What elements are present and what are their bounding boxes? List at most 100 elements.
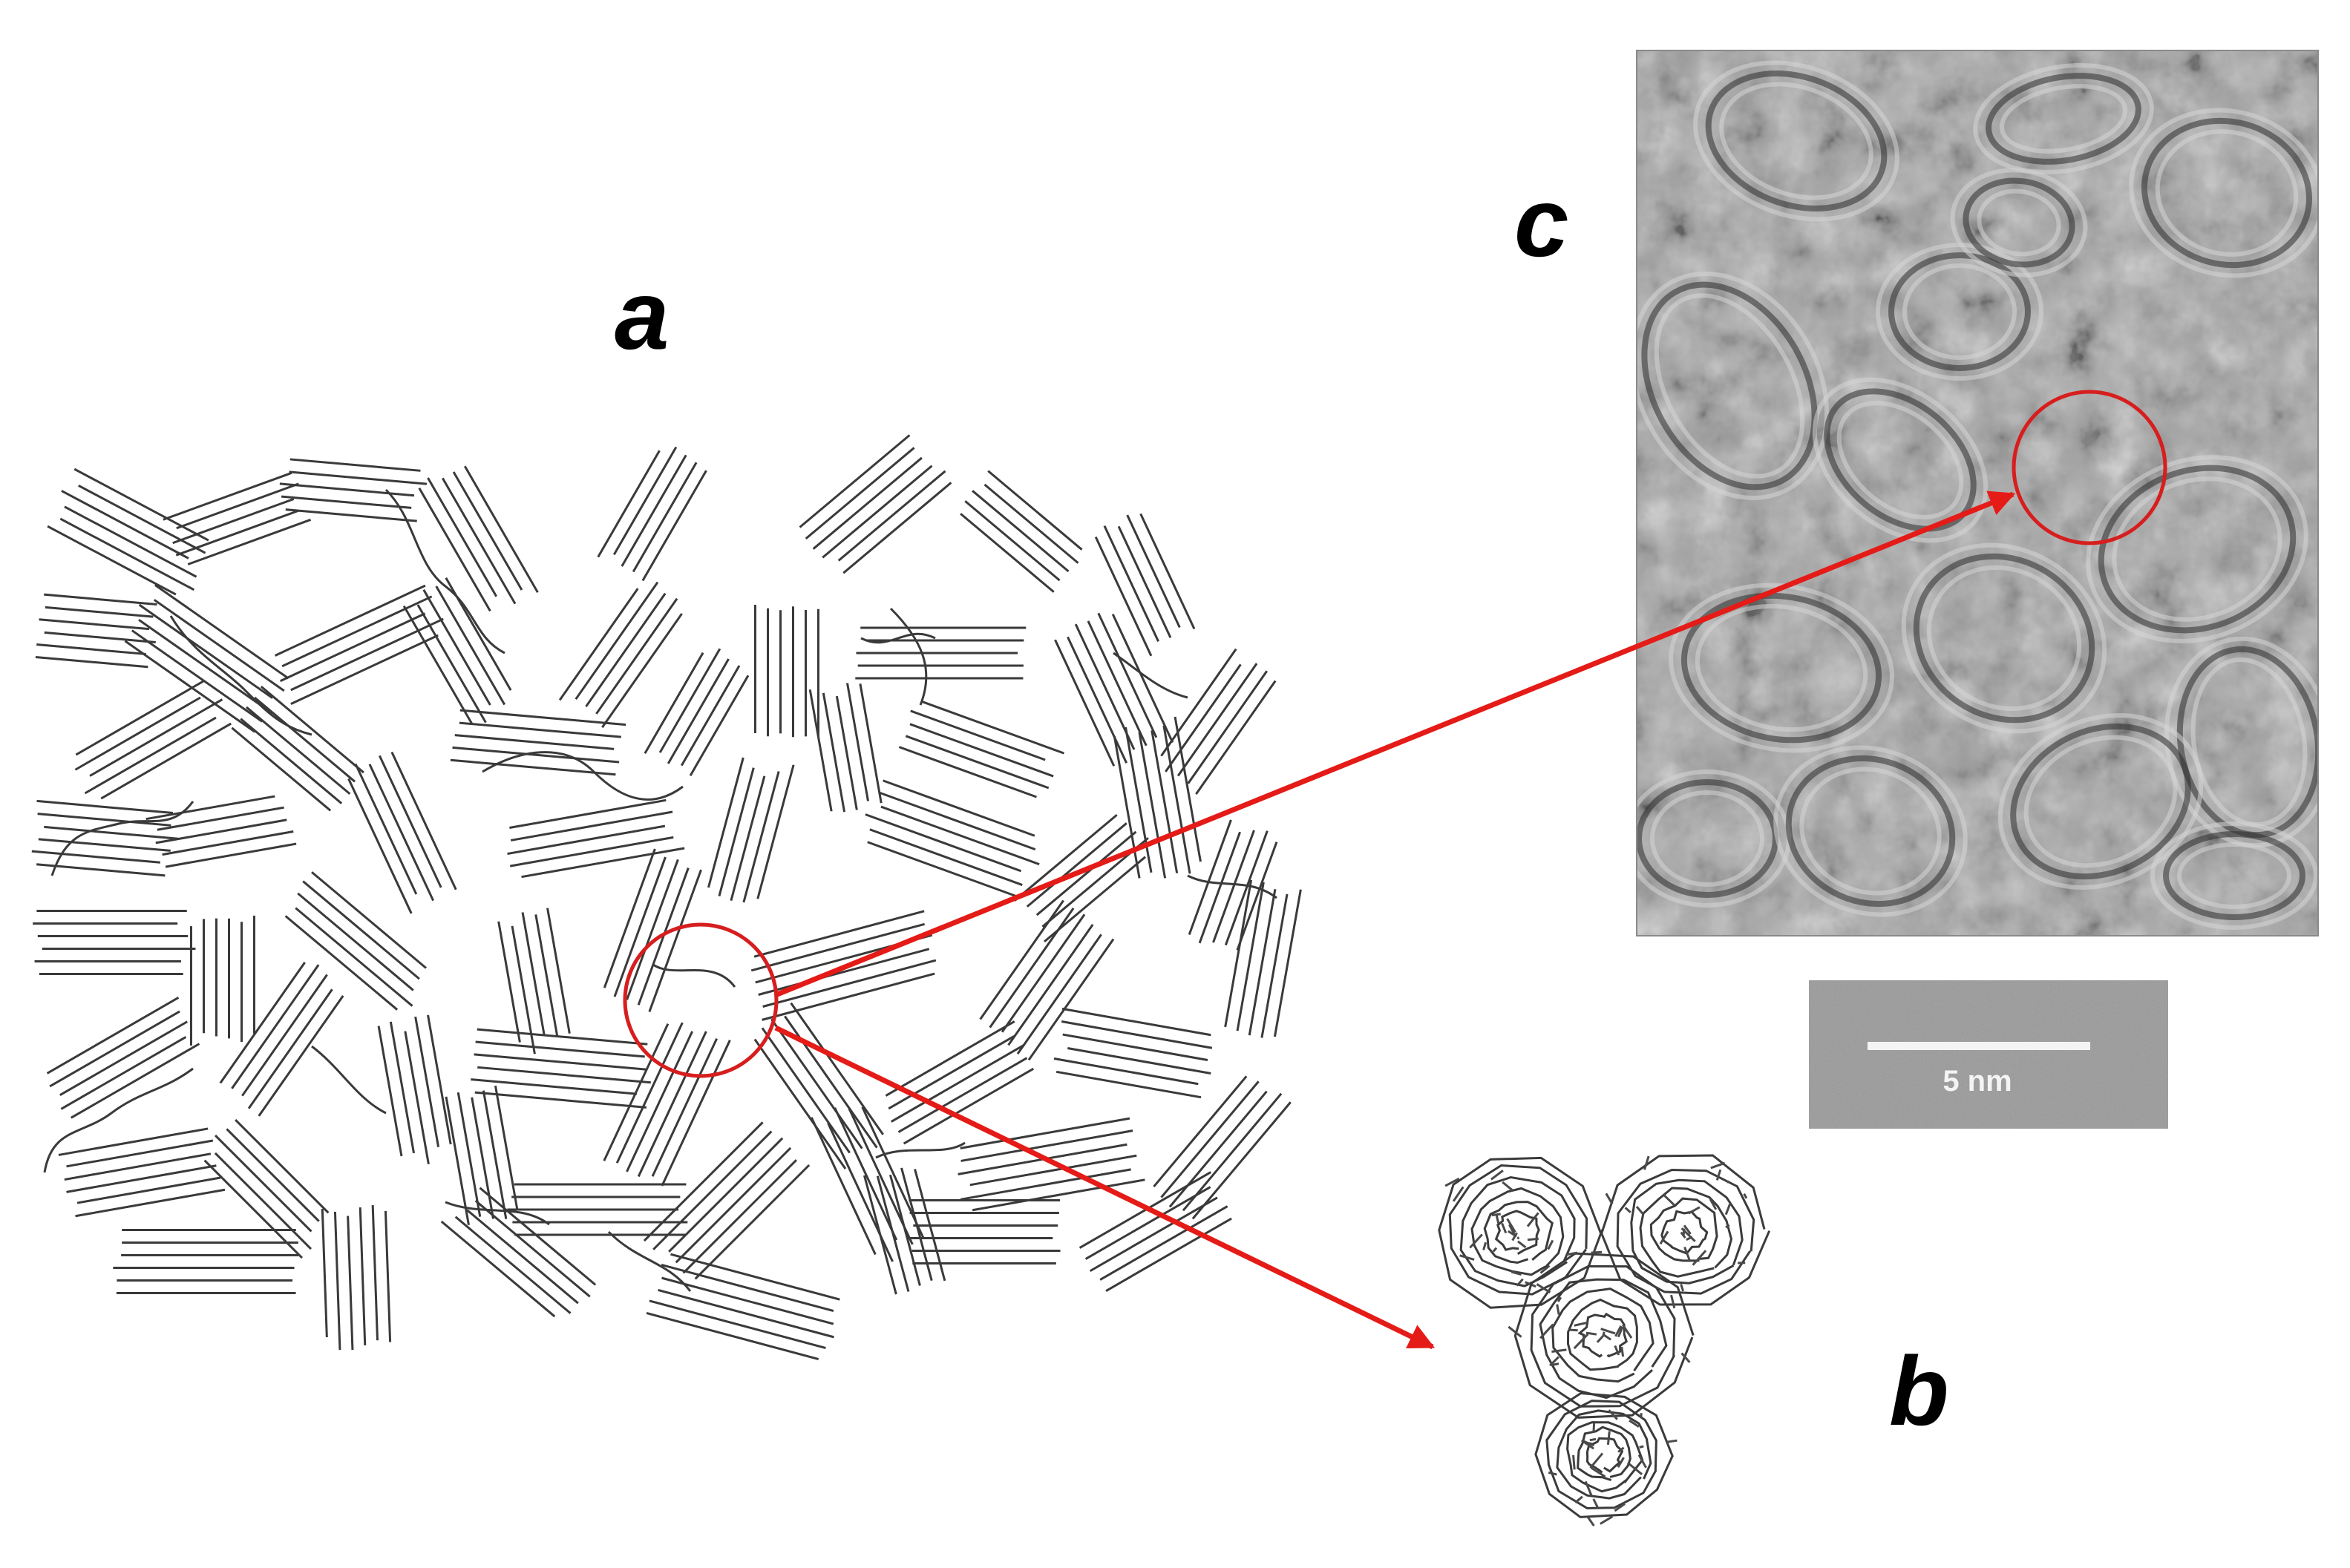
graphene-stack [855,626,1027,680]
graphene-stack [274,584,444,705]
graphene-stack [46,996,200,1119]
lattice-fringe [1950,168,2088,278]
lattice-fringe [1999,84,2128,154]
graphene-stack [909,1199,1061,1264]
lattice-fringe [1812,377,1989,543]
lattice-fringe [2190,657,2308,827]
connecting-curve [889,607,928,706]
highlight-circle-network [623,922,779,1078]
graphene-stack [284,871,427,1011]
graphene-stack [1160,648,1277,796]
graphene-stack [558,581,683,729]
connecting-curve [875,1141,966,1159]
lattice-fringe [1913,553,2095,724]
lattice-fringe [1888,252,2031,371]
lattice-fringe [1669,583,1894,753]
graphene-stack [603,1022,731,1187]
panel-label-b: b [1889,1336,1949,1446]
panel-label-c: c [1514,168,1568,277]
lattice-fringe [1785,755,1956,908]
graphene-stack [644,648,750,776]
graphene-stack [1094,513,1196,657]
graphene-stack [163,471,312,565]
lattice-fringe [2150,821,2318,930]
lattice-fringe [1680,592,1882,744]
lattice-fringe [1773,745,1968,917]
graphene-stack [471,1028,651,1109]
graphene-stack [31,799,179,877]
graphene-stack [203,1119,330,1259]
connecting-curve [607,1230,692,1292]
arrow-to-model [774,1025,1436,1350]
tem-micrograph [1636,50,2319,936]
carbon-cage [1438,1156,1604,1309]
connecting-curve [50,801,194,876]
graphene-stack [1079,1171,1232,1292]
graphene-stack [450,709,626,776]
carbon-stack-network [31,434,1302,1360]
graphene-stack [33,910,196,975]
connecting-curve [482,751,684,801]
scale-bar-label: 5 nm [1942,1065,2012,1098]
graphene-stack [124,584,289,733]
graphene-stack [279,458,428,522]
lattice-fringe [1719,82,1873,200]
lattice-fringe [2023,735,2178,868]
connecting-curve [652,963,736,988]
graphene-stack [979,899,1115,1061]
graphene-stack [418,465,539,612]
graphene-stack [1113,716,1202,879]
graphene-stack [1188,819,1278,951]
graphene-stack [445,1085,519,1226]
connecting-curve [43,1067,194,1173]
lattice-fringe [1977,188,2061,257]
connecting-curve [860,632,936,644]
graphene-stack [865,779,1040,898]
highlight-circle-tem [2012,390,2167,545]
carbon-cage [1600,1154,1771,1309]
connecting-curve [1187,874,1277,899]
connecting-curve [384,488,505,655]
graphene-stack [321,1205,392,1351]
lattice-fringe [1963,177,2075,268]
lattice-fringe [1902,263,2017,360]
graphene-stack [707,757,795,903]
connecting-curve [1113,652,1188,699]
graphene-stack [35,593,157,669]
graphene-stack [440,1187,597,1318]
graphene-stack [799,434,952,574]
lattice-fringe [1641,281,1818,491]
lattice-fringe [2176,646,2318,839]
lattice-fringe [2155,129,2299,257]
lattice-fringe [1695,603,1868,732]
lattice-fringe [1901,542,2107,734]
connecting-curve [169,615,312,736]
graphene-stack [74,680,232,800]
graphene-stack [231,686,364,812]
fullerene-model [1438,1154,1771,1526]
graphene-stack [1014,813,1149,943]
graphene-stack [58,1127,226,1218]
graphene-stack [898,700,1065,798]
graphene-stack [377,1014,452,1165]
lattice-fringe [1693,60,1899,222]
graphene-stack [808,683,883,813]
lattice-fringe [1997,713,2204,890]
graphene-stack [960,470,1083,593]
graphene-stack [863,1167,946,1295]
panel-label-a: a [615,260,669,370]
connecting-curve [311,1045,387,1115]
connecting-curve [445,1201,550,1226]
lattice-fringe [1926,565,2082,712]
graphene-stack [646,1253,840,1360]
lattice-fringe [2010,723,2191,880]
graphene-stack [1054,612,1174,767]
graphene-stack [603,848,702,1012]
graphene-stack [1053,1007,1213,1099]
graphene-stack [597,446,707,582]
lattice-fringe [2112,476,2282,622]
graphene-stack [958,1117,1145,1212]
graphene-stack [219,962,344,1117]
lattice-fringe [2141,117,2313,269]
